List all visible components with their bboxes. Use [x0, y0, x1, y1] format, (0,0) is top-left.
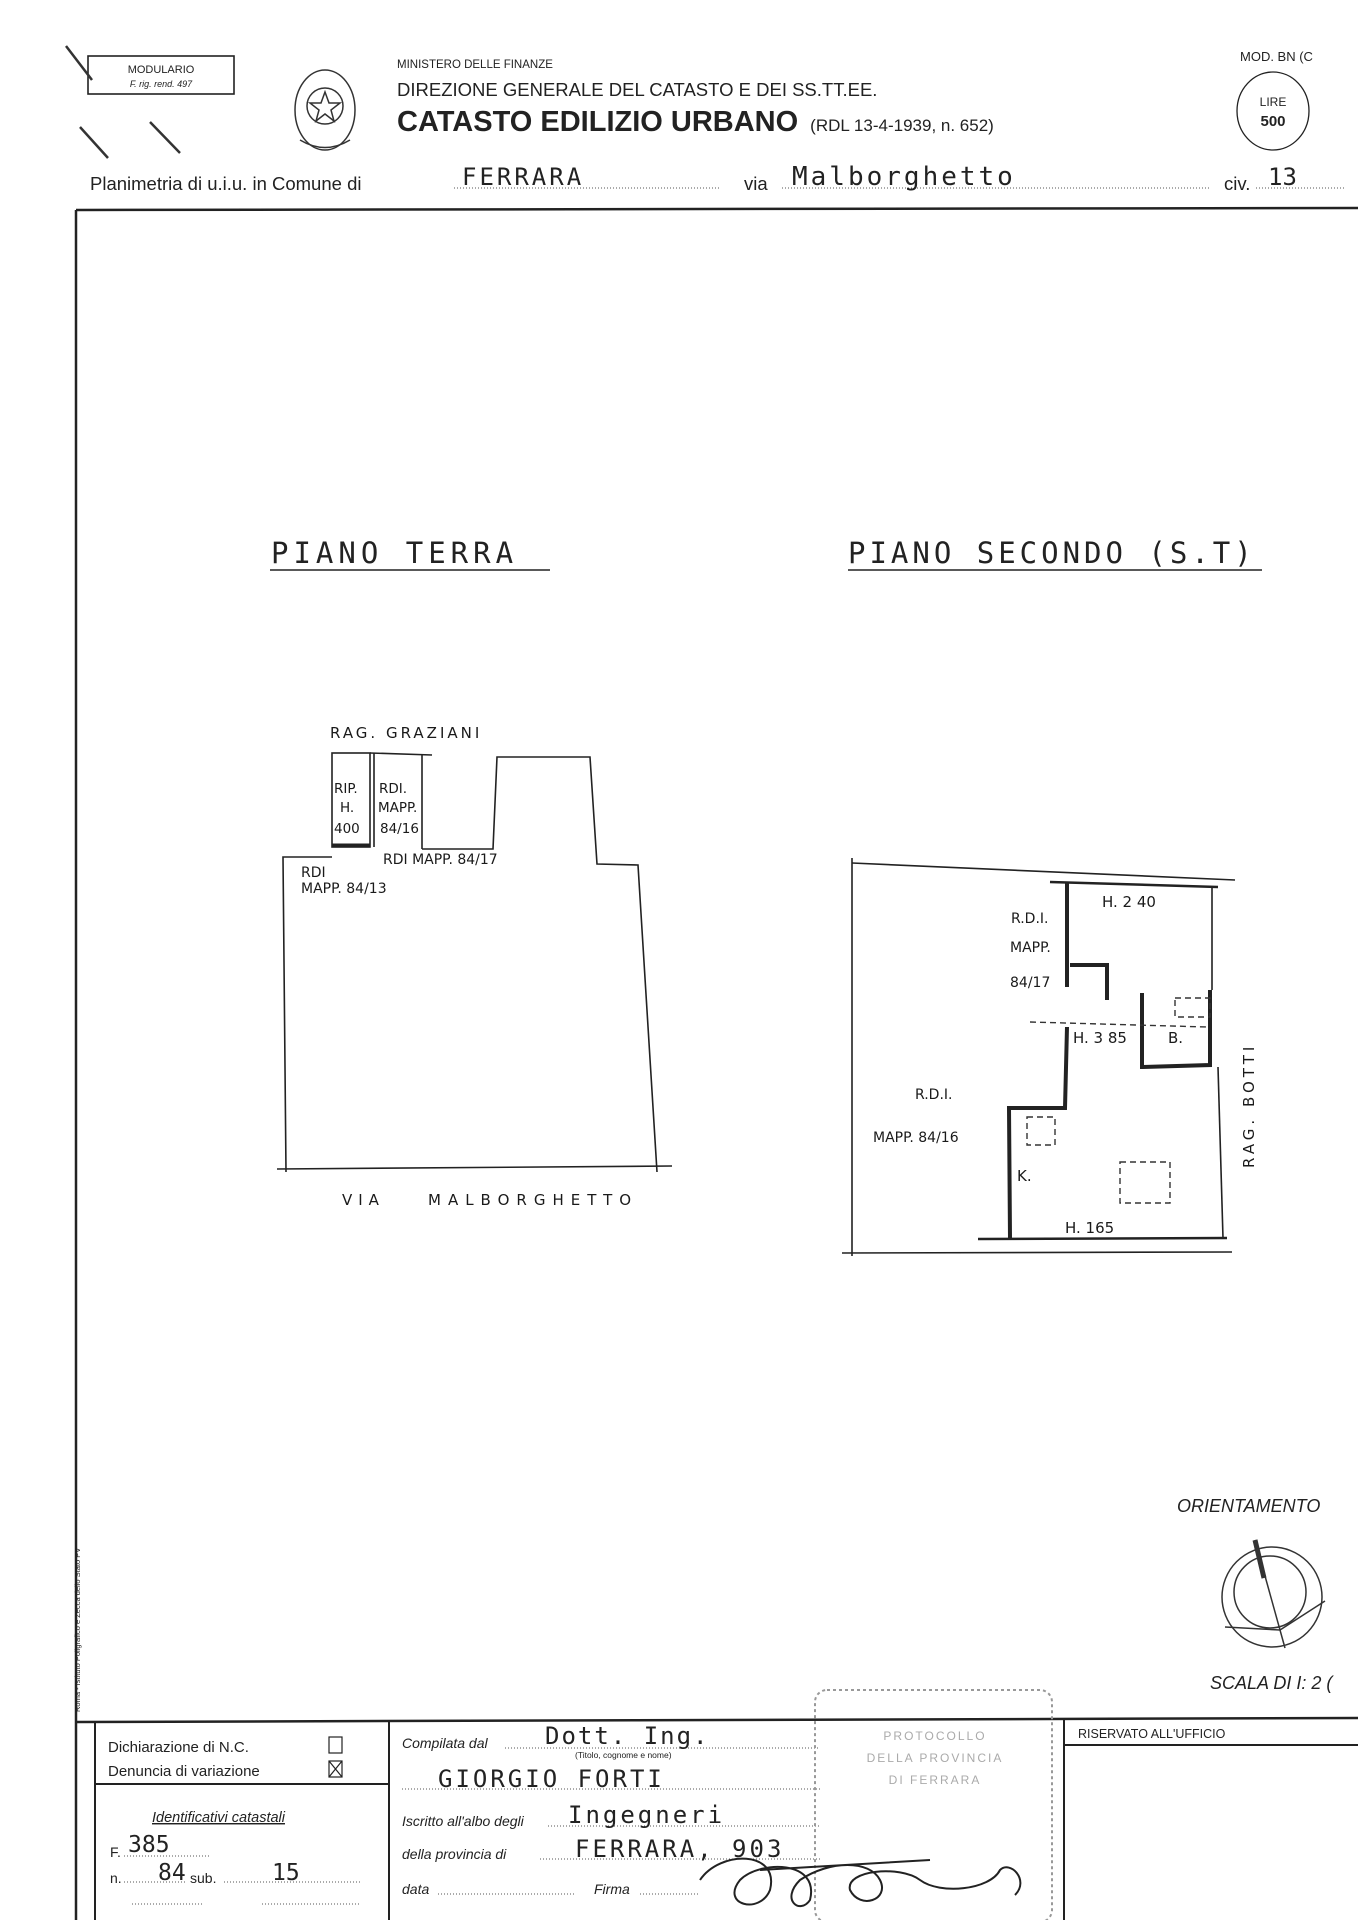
via-label: via: [744, 173, 768, 194]
date-label: data: [402, 1881, 429, 1897]
scale-label: SCALA DI I: 2 (: [1210, 1673, 1334, 1693]
compiler-hint: (Titolo, cognome e nome): [575, 1750, 672, 1760]
via-value: Malborghetto: [792, 162, 1016, 192]
republic-emblem: [294, 69, 356, 151]
title-line: CATASTO EDILIZIO URBANO (RDL 13-4-1939, n…: [397, 106, 994, 138]
second-floor-walls: [977, 880, 1228, 1241]
ground-floor-outline: [276, 752, 673, 1173]
modulario-box: MODULARIO F. rig. rend. 497: [87, 55, 235, 95]
height-385-label: H. 3 85: [1073, 1029, 1127, 1047]
beam-dashed-line: [1029, 1021, 1208, 1028]
nc-label: Dichiarazione di N.C.: [108, 1739, 249, 1756]
stamp-currency: LIRE: [1260, 95, 1287, 109]
neighbour-84-17-label: RDI MAPP. 84/17: [383, 852, 498, 868]
neighbour-84-17-label: R.D.I.MAPP.84/17: [1010, 911, 1051, 991]
direction-name: DIREZIONE GENERALE DEL CATASTO E DEI SS.…: [397, 79, 877, 100]
footer-grid: [94, 1720, 1358, 1920]
stamp-value: 500: [1260, 113, 1285, 130]
table-outline: [1119, 1161, 1171, 1204]
modulario-title: MODULARIO: [128, 64, 195, 76]
drawing-frame: [74, 206, 1358, 1920]
register-label: Iscritto all'albo degli: [402, 1813, 525, 1829]
printer-credit: Roma - Istituto Poligrafico e Zecca dell…: [73, 1548, 82, 1712]
orientation-label: ORIENTAMENTO: [1177, 1496, 1320, 1516]
ground-floor-plan: PIANO TERRA RAG. GRAZIANI RIP.H. 400 RDI…: [270, 536, 673, 1209]
street-via-label: VIA: [342, 1191, 385, 1209]
modulario-subtitle: F. rig. rend. 497: [130, 79, 193, 89]
model-code: MOD. BN (C: [1240, 49, 1313, 64]
ministry-name: MINISTERO DELLE FINANZE: [397, 59, 553, 71]
signature-label: Firma: [594, 1881, 630, 1897]
handwritten-signature: [699, 1857, 1022, 1907]
civ-value: 13: [1268, 163, 1297, 191]
document-title: CATASTO EDILIZIO URBANO: [397, 106, 798, 138]
neighbour-84-16-label: R.D.I.MAPP. 84/16: [873, 1087, 959, 1146]
bath-fixture-outline: [1174, 997, 1211, 1018]
kitchen-label: K.: [1017, 1167, 1032, 1185]
register-value: Ingegneri: [568, 1801, 725, 1829]
variation-checkbox[interactable]: [328, 1760, 343, 1778]
numero-value: 84: [158, 1860, 186, 1886]
ids-title: Identificativi catastali: [152, 1810, 286, 1826]
height-165-label: H. 165: [1065, 1219, 1114, 1237]
law-reference: (RDL 13-4-1939, n. 652): [810, 116, 994, 135]
reserved-office-label: RISERVATO ALL'UFFICIO: [1078, 1727, 1226, 1741]
ground-floor-title: PIANO TERRA: [271, 536, 518, 570]
compiler-name: GIORGIO FORTI: [438, 1765, 665, 1793]
location-line: Planimetria di u.i.u. in Comune di FERRA…: [90, 162, 1345, 194]
compiled-label: Compilata dal: [402, 1735, 488, 1751]
comune-value: FERRARA: [462, 163, 584, 191]
fixture-outline: [1026, 1116, 1056, 1146]
revenue-stamp: LIRE 500: [1236, 71, 1310, 151]
second-floor-plan: PIANO SECONDO (S.T) H. 2 40 R.D.I.MAPP.8…: [841, 536, 1262, 1256]
north-arrow-icon: [1221, 1539, 1326, 1649]
variation-label: Denuncia di variazione: [108, 1763, 260, 1780]
north-neighbour-label: RAG. GRAZIANI: [330, 724, 482, 742]
second-floor-context-lines: [841, 858, 1236, 1256]
location-prefix: Planimetria di u.i.u. in Comune di: [90, 173, 361, 194]
bathroom-label: B.: [1168, 1029, 1183, 1047]
sub-value: 15: [272, 1860, 300, 1886]
compiler-title: Dott. Ing.: [545, 1722, 710, 1750]
foglio-label: F.: [110, 1844, 121, 1860]
staple-marks: [65, 45, 181, 159]
storage-height-label: 400: [334, 821, 360, 837]
province-label: della provincia di: [402, 1846, 507, 1862]
storage-room-label: RIP.H.: [334, 781, 358, 816]
checkmark-x-icon: [328, 1760, 343, 1778]
numero-label: n.: [110, 1870, 122, 1886]
orientation-block: ORIENTAMENTO SCALA DI I: 2 (: [1177, 1496, 1334, 1693]
height-240-label: H. 2 40: [1102, 893, 1156, 911]
foglio-value: 385: [128, 1832, 170, 1858]
second-floor-title: PIANO SECONDO (S.T): [848, 536, 1256, 570]
sub-label: sub.: [190, 1870, 216, 1886]
street-name-label: MALBORGHETTO: [428, 1191, 638, 1209]
east-neighbour-label: RAG. BOTTI: [1240, 1043, 1258, 1168]
nc-checkbox[interactable]: [328, 1736, 343, 1754]
civ-label: civ.: [1224, 173, 1250, 194]
neighbour-84-16-label: RDI.MAPP.84/16: [378, 781, 419, 837]
